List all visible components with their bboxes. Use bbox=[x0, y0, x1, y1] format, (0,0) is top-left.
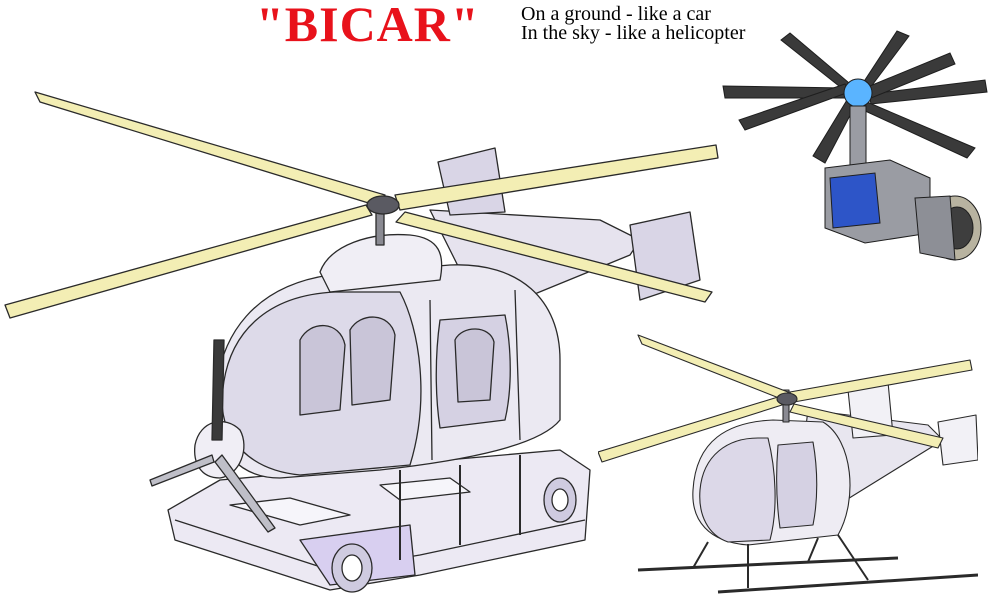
rotor-engine-icon bbox=[722, 30, 988, 261]
tagline-ground: On a ground - like a car bbox=[521, 3, 711, 25]
mast-fairing bbox=[319, 233, 443, 293]
helicopter-car-icon bbox=[4, 91, 719, 593]
helicopter-skids-icon bbox=[598, 334, 978, 594]
engine-blue-block bbox=[829, 172, 881, 229]
propeller bbox=[211, 339, 225, 441]
small-rotor-blade-4 bbox=[789, 403, 944, 449]
small-rotor-blade-2 bbox=[598, 396, 783, 463]
small-rotor-blade-1 bbox=[637, 334, 789, 401]
rotor-hub bbox=[366, 195, 400, 215]
page-title: "BICAR" bbox=[256, 0, 480, 52]
rotor-hub-blue bbox=[843, 78, 873, 108]
tagline-sky: In the sky - like a helicopter bbox=[521, 22, 746, 44]
skid-right bbox=[717, 573, 978, 594]
rotor-blade-1 bbox=[34, 91, 386, 206]
rotor-blade-4 bbox=[395, 211, 713, 303]
rotor-blade-2 bbox=[4, 204, 373, 319]
